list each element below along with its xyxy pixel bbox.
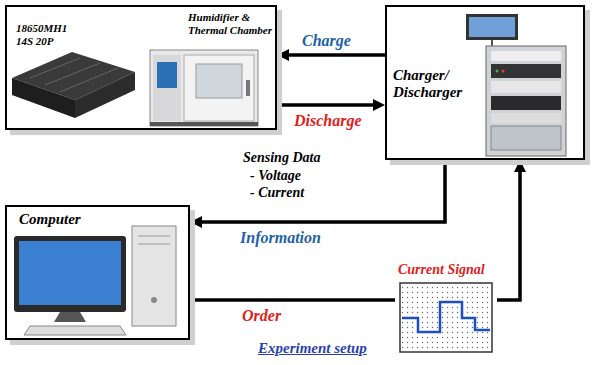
edge-label: Information bbox=[238, 229, 323, 247]
node-text: Humidifier & Thermal Chamber bbox=[188, 11, 274, 36]
signal-box: Current Signal bbox=[395, 262, 497, 354]
illustration-part bbox=[491, 51, 561, 61]
arrow-head bbox=[373, 99, 385, 111]
illustration-part bbox=[184, 55, 254, 121]
illustration-part bbox=[402, 302, 490, 332]
illustration-part bbox=[491, 126, 561, 150]
illustration-part bbox=[54, 312, 86, 322]
node-text: Current Signal bbox=[398, 262, 498, 278]
sensing-label: - Voltage bbox=[250, 168, 301, 184]
illustration-part bbox=[75, 72, 135, 118]
node-text: 18650MH1 14S 20P bbox=[16, 22, 86, 47]
sensing-label: - Current bbox=[250, 185, 304, 201]
charger-box: Charger/ Discharger bbox=[385, 5, 585, 160]
connector-line bbox=[497, 170, 520, 300]
arrow-head bbox=[277, 49, 289, 61]
node-text: Computer bbox=[19, 211, 169, 228]
illustration-part bbox=[469, 17, 515, 37]
connector-arrow bbox=[277, 49, 385, 61]
illustration-part bbox=[196, 64, 242, 98]
illustration-part bbox=[12, 78, 75, 118]
thermal-chamber bbox=[150, 50, 258, 126]
arrow-head bbox=[514, 160, 526, 172]
illustration-part bbox=[45, 63, 100, 85]
illustration-part bbox=[24, 326, 126, 335]
arrow-head bbox=[190, 216, 202, 228]
charger-rack bbox=[466, 14, 566, 156]
figure-caption: Experiment setup bbox=[258, 340, 367, 357]
illustration-part bbox=[19, 241, 121, 305]
illustration-part bbox=[150, 122, 258, 126]
illustration-part bbox=[491, 113, 561, 123]
connector-line bbox=[200, 160, 445, 222]
illustration-part bbox=[150, 50, 258, 126]
illustration-part bbox=[60, 68, 118, 92]
illustration-part bbox=[491, 81, 561, 93]
illustration-part bbox=[157, 62, 177, 88]
chamber-box: 18650MH1 14S 20P Humidifier & Thermal Cha… bbox=[5, 5, 277, 130]
illustration-part bbox=[138, 244, 170, 245]
computer-illustration bbox=[14, 226, 176, 335]
illustration-part bbox=[153, 55, 181, 121]
edge-label: Discharge bbox=[292, 112, 364, 130]
illustration-part bbox=[138, 236, 170, 237]
illustration-part bbox=[491, 96, 561, 110]
connector-line bbox=[287, 53, 385, 57]
illustration-part bbox=[132, 226, 176, 326]
illustration-part bbox=[502, 70, 505, 73]
illustration-part bbox=[496, 70, 499, 73]
battery-pack bbox=[12, 52, 135, 118]
illustration-part bbox=[14, 236, 126, 312]
connector-arrow bbox=[190, 300, 395, 301]
connector-arrow bbox=[277, 99, 385, 111]
illustration-part bbox=[30, 58, 80, 78]
illustration-part bbox=[246, 80, 250, 96]
connector-arrow bbox=[190, 160, 445, 228]
illustration-part bbox=[491, 64, 561, 78]
connector-line bbox=[190, 298, 395, 302]
illustration-part bbox=[466, 14, 518, 40]
illustration-part bbox=[401, 284, 491, 351]
connector-line bbox=[277, 103, 375, 107]
computer-box: Computer bbox=[5, 205, 190, 340]
node-text: Charger/ Discharger bbox=[393, 67, 483, 102]
sensing-label: Sensing Data bbox=[243, 150, 320, 166]
illustration-part bbox=[400, 283, 492, 352]
edge-label: Charge bbox=[300, 32, 353, 50]
illustration-part bbox=[491, 40, 493, 46]
connector-arrow bbox=[497, 160, 526, 300]
illustration-part bbox=[151, 297, 157, 303]
illustration-part bbox=[486, 46, 566, 156]
edge-label: Order bbox=[240, 307, 283, 325]
current-signal-plot bbox=[400, 283, 492, 352]
